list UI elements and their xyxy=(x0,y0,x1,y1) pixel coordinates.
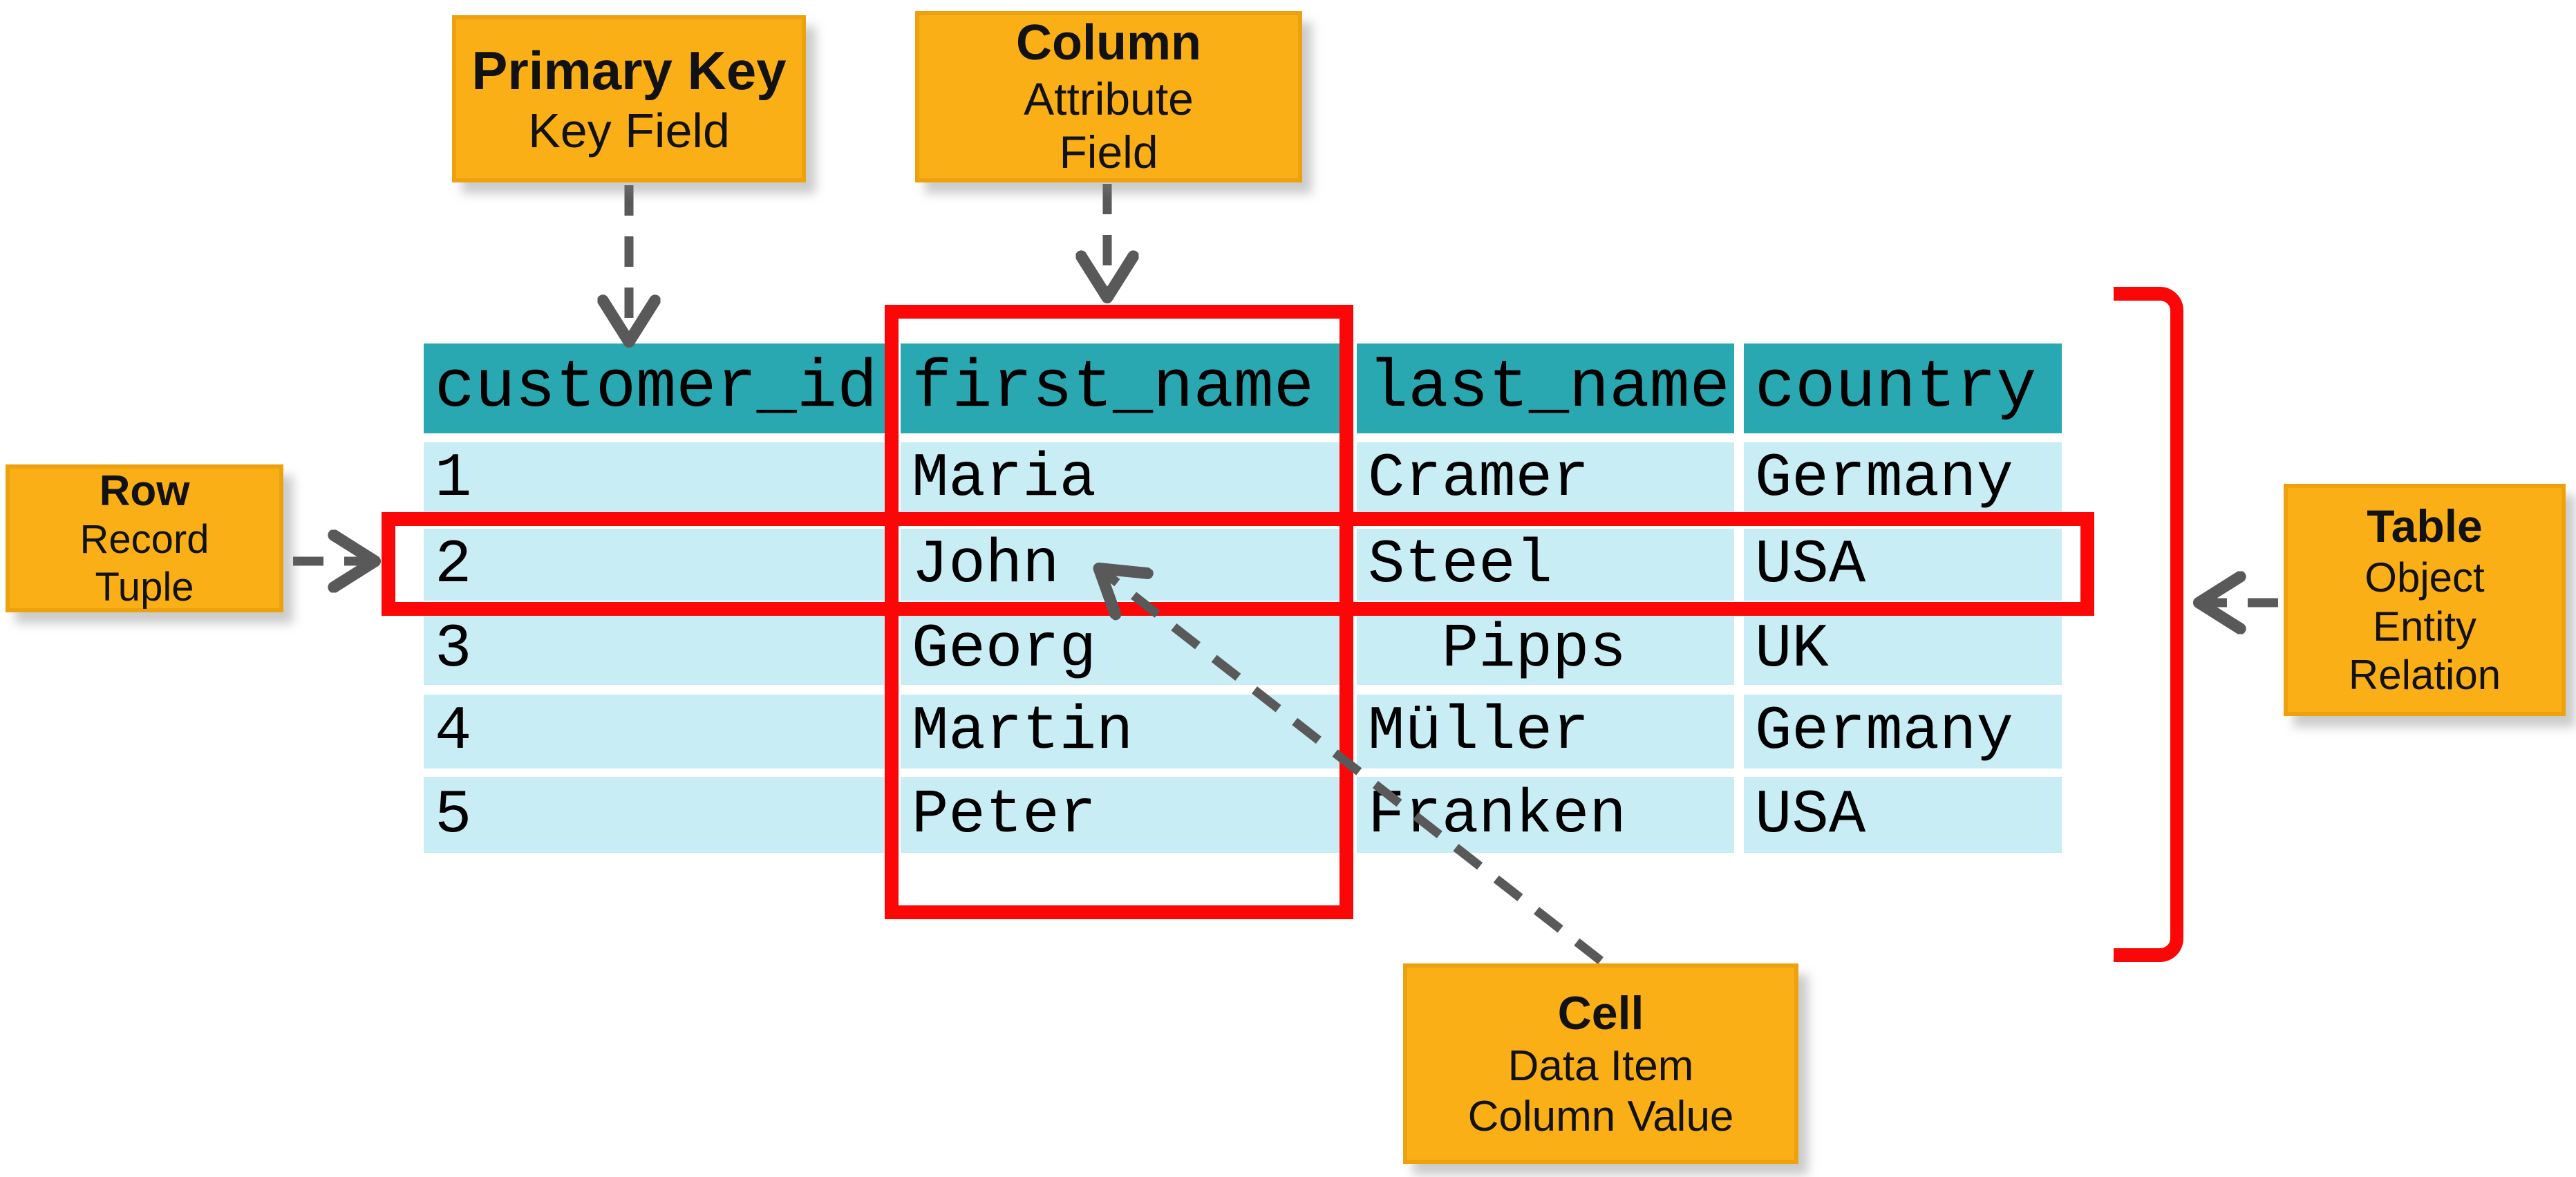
table-cell: Germany xyxy=(1744,442,2062,514)
table-cell: Germany xyxy=(1744,695,2062,769)
header-cell-country: country xyxy=(1744,343,2062,433)
row-callout-line: Tuple xyxy=(95,564,194,610)
row-callout: Row Record Tuple xyxy=(6,464,283,612)
table-cell: 5 xyxy=(424,777,891,853)
cell-callout: Cell Data Item Column Value xyxy=(1403,963,1798,1164)
table-callout: Table Object Entity Relation xyxy=(2284,484,2566,716)
cell-callout-title: Cell xyxy=(1557,986,1644,1039)
table-cell: Cramer xyxy=(1357,442,1734,514)
table-cell: Pipps xyxy=(1357,614,1734,685)
row-callout-line: Record xyxy=(79,517,209,563)
header-cell-customer-id: customer_id xyxy=(424,343,891,433)
table-callout-line: Object xyxy=(2365,554,2485,601)
primary-key-callout-line: Key Field xyxy=(528,103,730,158)
table-cell: Franken xyxy=(1357,777,1734,853)
header-cell-first-name: first_name xyxy=(901,343,1347,433)
table-header-row: customer_id first_name last_name country xyxy=(424,343,2062,433)
table-cell: 3 xyxy=(424,614,891,685)
table-row: 1 Maria Cramer Germany xyxy=(424,442,2062,514)
table-cell: Müller xyxy=(1357,695,1734,769)
table-cell: UK xyxy=(1744,614,2062,685)
primary-key-callout-title: Primary Key xyxy=(471,39,787,101)
column-callout-title: Column xyxy=(1016,15,1201,70)
table-cell: 2 xyxy=(424,529,891,601)
column-callout: Column Attribute Field xyxy=(915,11,1302,182)
table-cell: 4 xyxy=(424,695,891,769)
column-callout-line: Field xyxy=(1059,126,1158,178)
table-cell: Maria xyxy=(901,442,1347,514)
cell-callout-line: Column Value xyxy=(1467,1093,1734,1141)
primary-key-callout: Primary Key Key Field xyxy=(452,15,806,182)
row-highlight-frame xyxy=(382,512,2094,616)
table-cell: 1 xyxy=(424,442,891,514)
table-bracket xyxy=(2114,287,2183,962)
header-cell-last-name: last_name xyxy=(1357,343,1734,433)
table-cell: USA xyxy=(1744,777,2062,853)
table-callout-line: Entity xyxy=(2372,603,2477,650)
table-callout-line: Relation xyxy=(2348,652,2501,699)
row-callout-title: Row xyxy=(99,467,190,515)
table-cell: USA xyxy=(1744,529,2062,601)
cell-callout-line: Data Item xyxy=(1507,1042,1694,1090)
column-callout-line: Attribute xyxy=(1024,73,1194,124)
table-callout-title: Table xyxy=(2367,500,2483,552)
